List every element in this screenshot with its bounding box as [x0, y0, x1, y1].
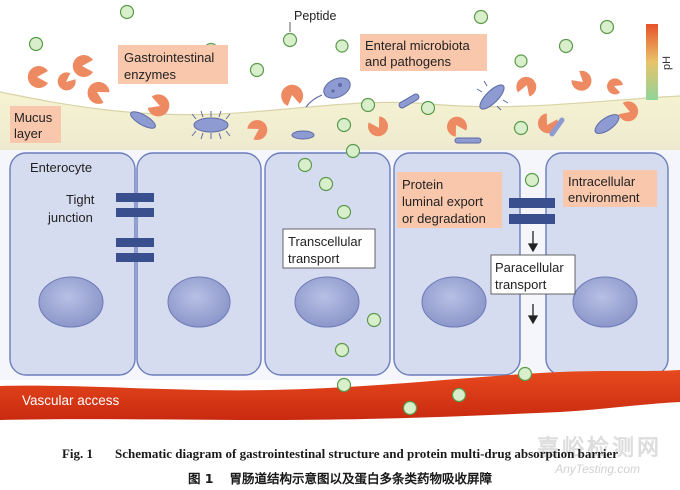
microbiota-label-line2: and pathogens	[365, 54, 452, 69]
paracellular-arrows	[527, 231, 539, 325]
protein-export-label-line2: luminal export	[402, 194, 483, 209]
intracellular-label-line2: environment	[568, 190, 640, 205]
intracellular-label-box	[563, 170, 657, 207]
figure-label-en: Fig. 1	[61, 446, 94, 461]
enterocyte-cell-1	[9, 152, 136, 376]
mucus-label-line1: Mucus	[14, 110, 53, 125]
nucleus	[421, 276, 487, 328]
peptide-label: Peptide	[294, 9, 336, 23]
protein-export-label-line3: or degradation	[402, 211, 486, 226]
enterocyte-label: Enterocyte	[30, 160, 92, 175]
tight-junction-right	[509, 198, 555, 224]
figure-caption-zh-text: 胃肠道结构示意图以及蛋白多条类药物吸收屏障	[229, 471, 493, 486]
protein-export-label-box	[397, 172, 502, 228]
tight-junction-label-line2: junction	[47, 210, 93, 225]
mucus-label-box	[10, 106, 61, 143]
microbes	[130, 77, 620, 144]
intracellular-label-line1: Intracellular	[568, 174, 636, 189]
gi-enzymes-label-box	[118, 45, 228, 84]
vascular-access	[0, 370, 680, 420]
paracellular-label-line1: Paracellular	[495, 260, 564, 275]
nucleus	[294, 276, 360, 328]
transcellular-label-line1: Transcellular	[288, 234, 363, 249]
tight-junction-left	[116, 193, 154, 262]
vascular-access-label: Vascular access	[22, 393, 120, 408]
mucus-label-line2: layer	[14, 126, 43, 141]
protein-export-label-line1: Protein	[402, 177, 443, 192]
ph-scale-bar	[646, 24, 658, 100]
transcellular-label-box	[282, 228, 376, 269]
enzymes	[27, 54, 639, 140]
watermark-cn: 嘉峪检测网	[536, 436, 662, 461]
tight-junction-label-line1: Tight	[66, 192, 95, 207]
nucleus	[572, 276, 638, 328]
microbiota-label-line1: Enteral microbiota	[365, 38, 471, 53]
nucleus	[38, 276, 104, 328]
transcellular-label-line2: transport	[288, 251, 340, 266]
enterocyte-cell-2	[136, 152, 262, 376]
ph-label: pH	[661, 56, 673, 70]
figure-label-zh: 图 1	[187, 471, 214, 486]
paracellular-label-box	[490, 254, 576, 295]
gi-enzymes-label-line2: enzymes	[124, 67, 177, 82]
nucleus	[167, 276, 231, 328]
figure-caption-en: Fig. 1 Schematic diagram of gastrointesti…	[0, 446, 680, 462]
gi-enzymes-label-line1: Gastrointestinal	[124, 50, 214, 65]
figure-caption-zh: 图 1 胃肠道结构示意图以及蛋白多条类药物吸收屏障	[0, 468, 680, 487]
paracellular-label-line2: transport	[495, 277, 547, 292]
figure-caption-en-text: Schematic diagram of gastrointestinal st…	[115, 446, 619, 461]
microbiota-label-box	[360, 34, 487, 71]
watermark-en: AnyTesting.com	[555, 462, 640, 476]
peptides	[28, 4, 615, 416]
